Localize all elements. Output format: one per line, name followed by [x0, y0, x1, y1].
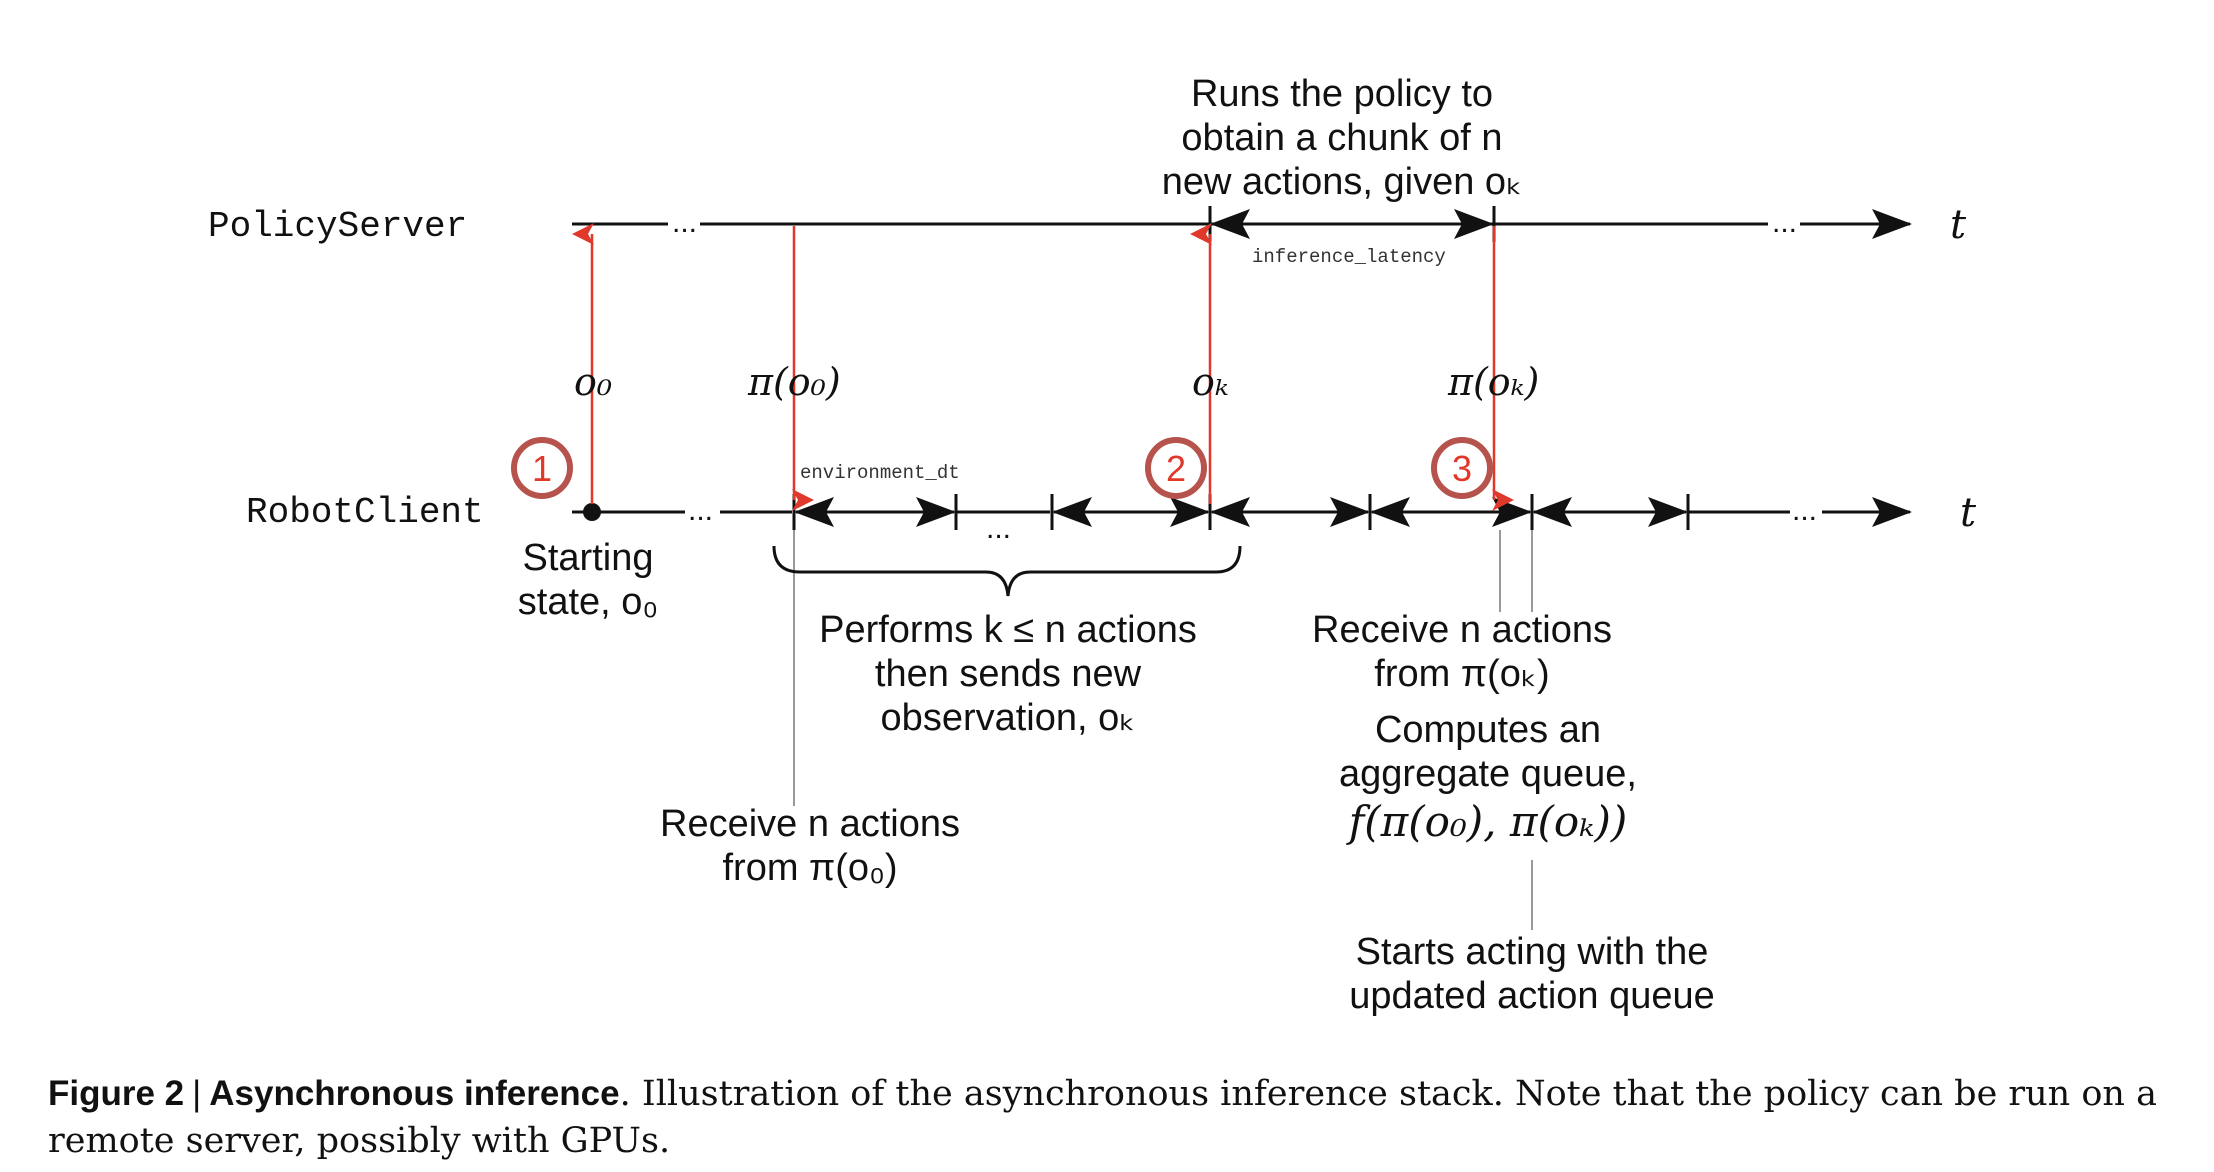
starting-state-line-2: state, o₀ [518, 581, 658, 623]
marker-2: 2 [1145, 437, 1207, 499]
starting-state-line-1: Starting [523, 537, 654, 579]
performs-line-3: observation, oₖ [881, 697, 1136, 739]
caption-title: Asynchronous inference [209, 1074, 620, 1113]
client-time-symbol: t [1960, 490, 1977, 536]
server-time-symbol: t [1950, 202, 1967, 248]
starts-acting-line-1: Starts acting with the [1356, 931, 1709, 973]
marker-3-number: 3 [1452, 448, 1472, 489]
annotation-runs-policy: Runs the policy to obtain a chunk of n n… [1162, 73, 1523, 203]
runs-policy-line-1: Runs the policy to [1191, 73, 1493, 115]
marker-2-number: 2 [1166, 448, 1186, 489]
marker-1-number: 1 [532, 448, 552, 489]
annotation-starts-acting: Starts acting with the updated action qu… [1349, 931, 1715, 1017]
computes-line-2: aggregate queue, [1339, 753, 1637, 795]
client-mid-ellipsis: ... [986, 512, 1011, 545]
server-ellipsis-2: ... [1772, 206, 1797, 239]
annotation-performs: Performs k ≤ n actions then sends new ob… [819, 609, 1197, 739]
client-start-dot [583, 503, 601, 521]
starts-acting-line-2: updated action queue [1349, 975, 1715, 1017]
annotation-receive-ok: Receive n actions from π(oₖ) [1312, 609, 1612, 695]
performs-line-2: then sends new [875, 653, 1142, 695]
caption-text: . Illustration of the asynchronous infer… [48, 1074, 2157, 1161]
receive-o0-line-1: Receive n actions [660, 803, 960, 845]
label-pi-o0: π(o₀) [747, 360, 841, 404]
runs-policy-line-2: obtain a chunk of n [1181, 117, 1502, 159]
annotation-computes: Computes an aggregate queue, f(π(o₀), π(… [1339, 709, 1637, 846]
client-ellipsis-2: ... [1792, 494, 1817, 527]
environment-dt-label: environment_dt [800, 462, 960, 484]
marker-1: 1 [511, 437, 573, 499]
annotation-receive-o0: Receive n actions from π(o₀) [660, 803, 960, 889]
label-ok: oₖ [1192, 360, 1229, 404]
client-ellipsis-1: ... [688, 494, 713, 527]
annotation-starting-state: Starting state, o₀ [518, 537, 658, 623]
server-ellipsis-1: ... [672, 206, 697, 239]
receive-o0-line-2: from π(o₀) [723, 847, 898, 889]
actions-brace [772, 545, 1242, 597]
receive-ok-line-2: from π(oₖ) [1374, 653, 1549, 695]
runs-policy-line-3: new actions, given oₖ [1162, 161, 1523, 203]
policyserver-label: PolicyServer [208, 206, 467, 247]
computes-line-1: Computes an [1375, 709, 1601, 751]
robotclient-label: RobotClient [246, 492, 484, 533]
label-o0: o₀ [574, 360, 612, 404]
receive-ok-line-1: Receive n actions [1312, 609, 1612, 651]
performs-line-1: Performs k ≤ n actions [819, 609, 1197, 651]
caption-figure-label: Figure 2 [48, 1074, 185, 1113]
computes-line-3: f(π(o₀), π(oₖ)) [1346, 797, 1628, 846]
marker-3: 3 [1431, 437, 1493, 499]
label-pi-ok: π(oₖ) [1447, 360, 1539, 404]
figure-caption: Figure 2|Asynchronous inference. Illustr… [48, 1070, 2178, 1165]
caption-separator: | [192, 1074, 202, 1113]
inference-latency-label: inference_latency [1252, 246, 1446, 268]
